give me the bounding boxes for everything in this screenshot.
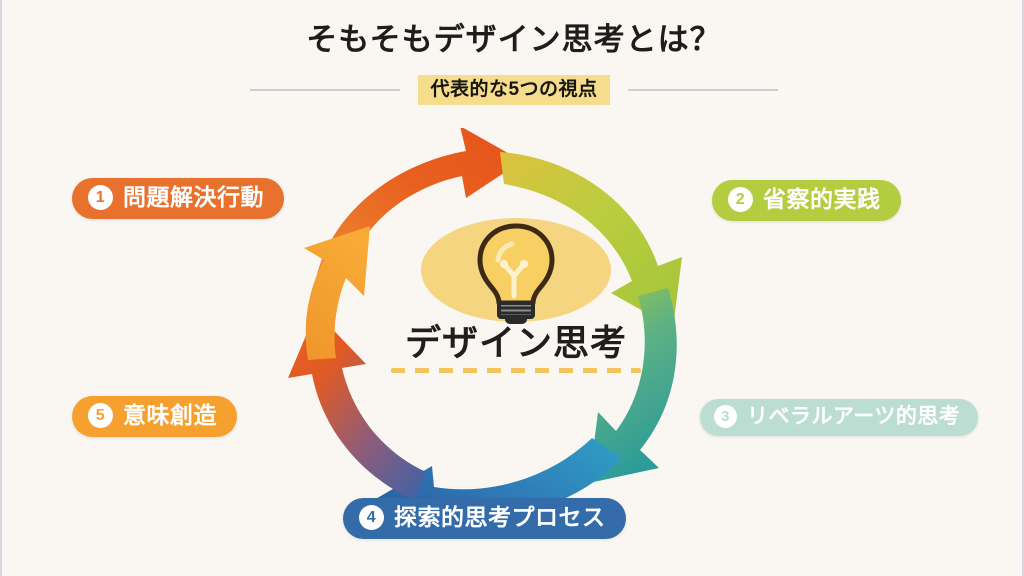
subtitle-band: 代表的な5つの視点: [418, 74, 610, 106]
cycle-arrow-2: [500, 152, 682, 328]
step-text-2: 省察的実践: [763, 186, 881, 212]
cycle-arrow-5: [288, 312, 426, 500]
cycle-arrow-left-upper: [304, 226, 370, 360]
cycle-step-label-3[interactable]: 3 リベラルアーツ的思考: [700, 399, 979, 437]
cycle-step-label-1[interactable]: 1 問題解決行動: [72, 178, 284, 220]
cycle-step-label-4[interactable]: 4 探索的思考プロセス: [343, 498, 626, 540]
center-hub: デザイン思考: [382, 218, 650, 388]
step-text-5: 意味創造: [123, 402, 217, 428]
subtitle-row: 代表的な5つの視点: [2, 74, 1022, 106]
step-number-2: 2: [728, 187, 753, 213]
step-number-5: 5: [88, 403, 113, 429]
center-underline: [391, 368, 641, 373]
cycle-arrow-1: [316, 128, 522, 282]
cycle-arrow-3: [589, 288, 677, 483]
step-number-3: 3: [714, 405, 737, 429]
subtitle-rule-left: [250, 89, 401, 91]
step-number-1: 1: [88, 185, 113, 211]
step-text-3: リベラルアーツ的思考: [747, 405, 961, 428]
step-text-4: 探索的思考プロセス: [394, 504, 606, 530]
center-label: デザイン思考: [404, 322, 627, 363]
lightbulb-icon: [477, 223, 555, 324]
subtitle-rule-right: [627, 89, 778, 91]
cycle-step-label-2[interactable]: 2 省察的実践: [712, 180, 901, 222]
cycle-step-label-5[interactable]: 5 意味創造: [72, 396, 237, 438]
page-title: そもそもデザイン思考とは？: [306, 22, 722, 57]
step-number-4: 4: [359, 505, 384, 531]
step-text-1: 問題解決行動: [123, 184, 264, 210]
